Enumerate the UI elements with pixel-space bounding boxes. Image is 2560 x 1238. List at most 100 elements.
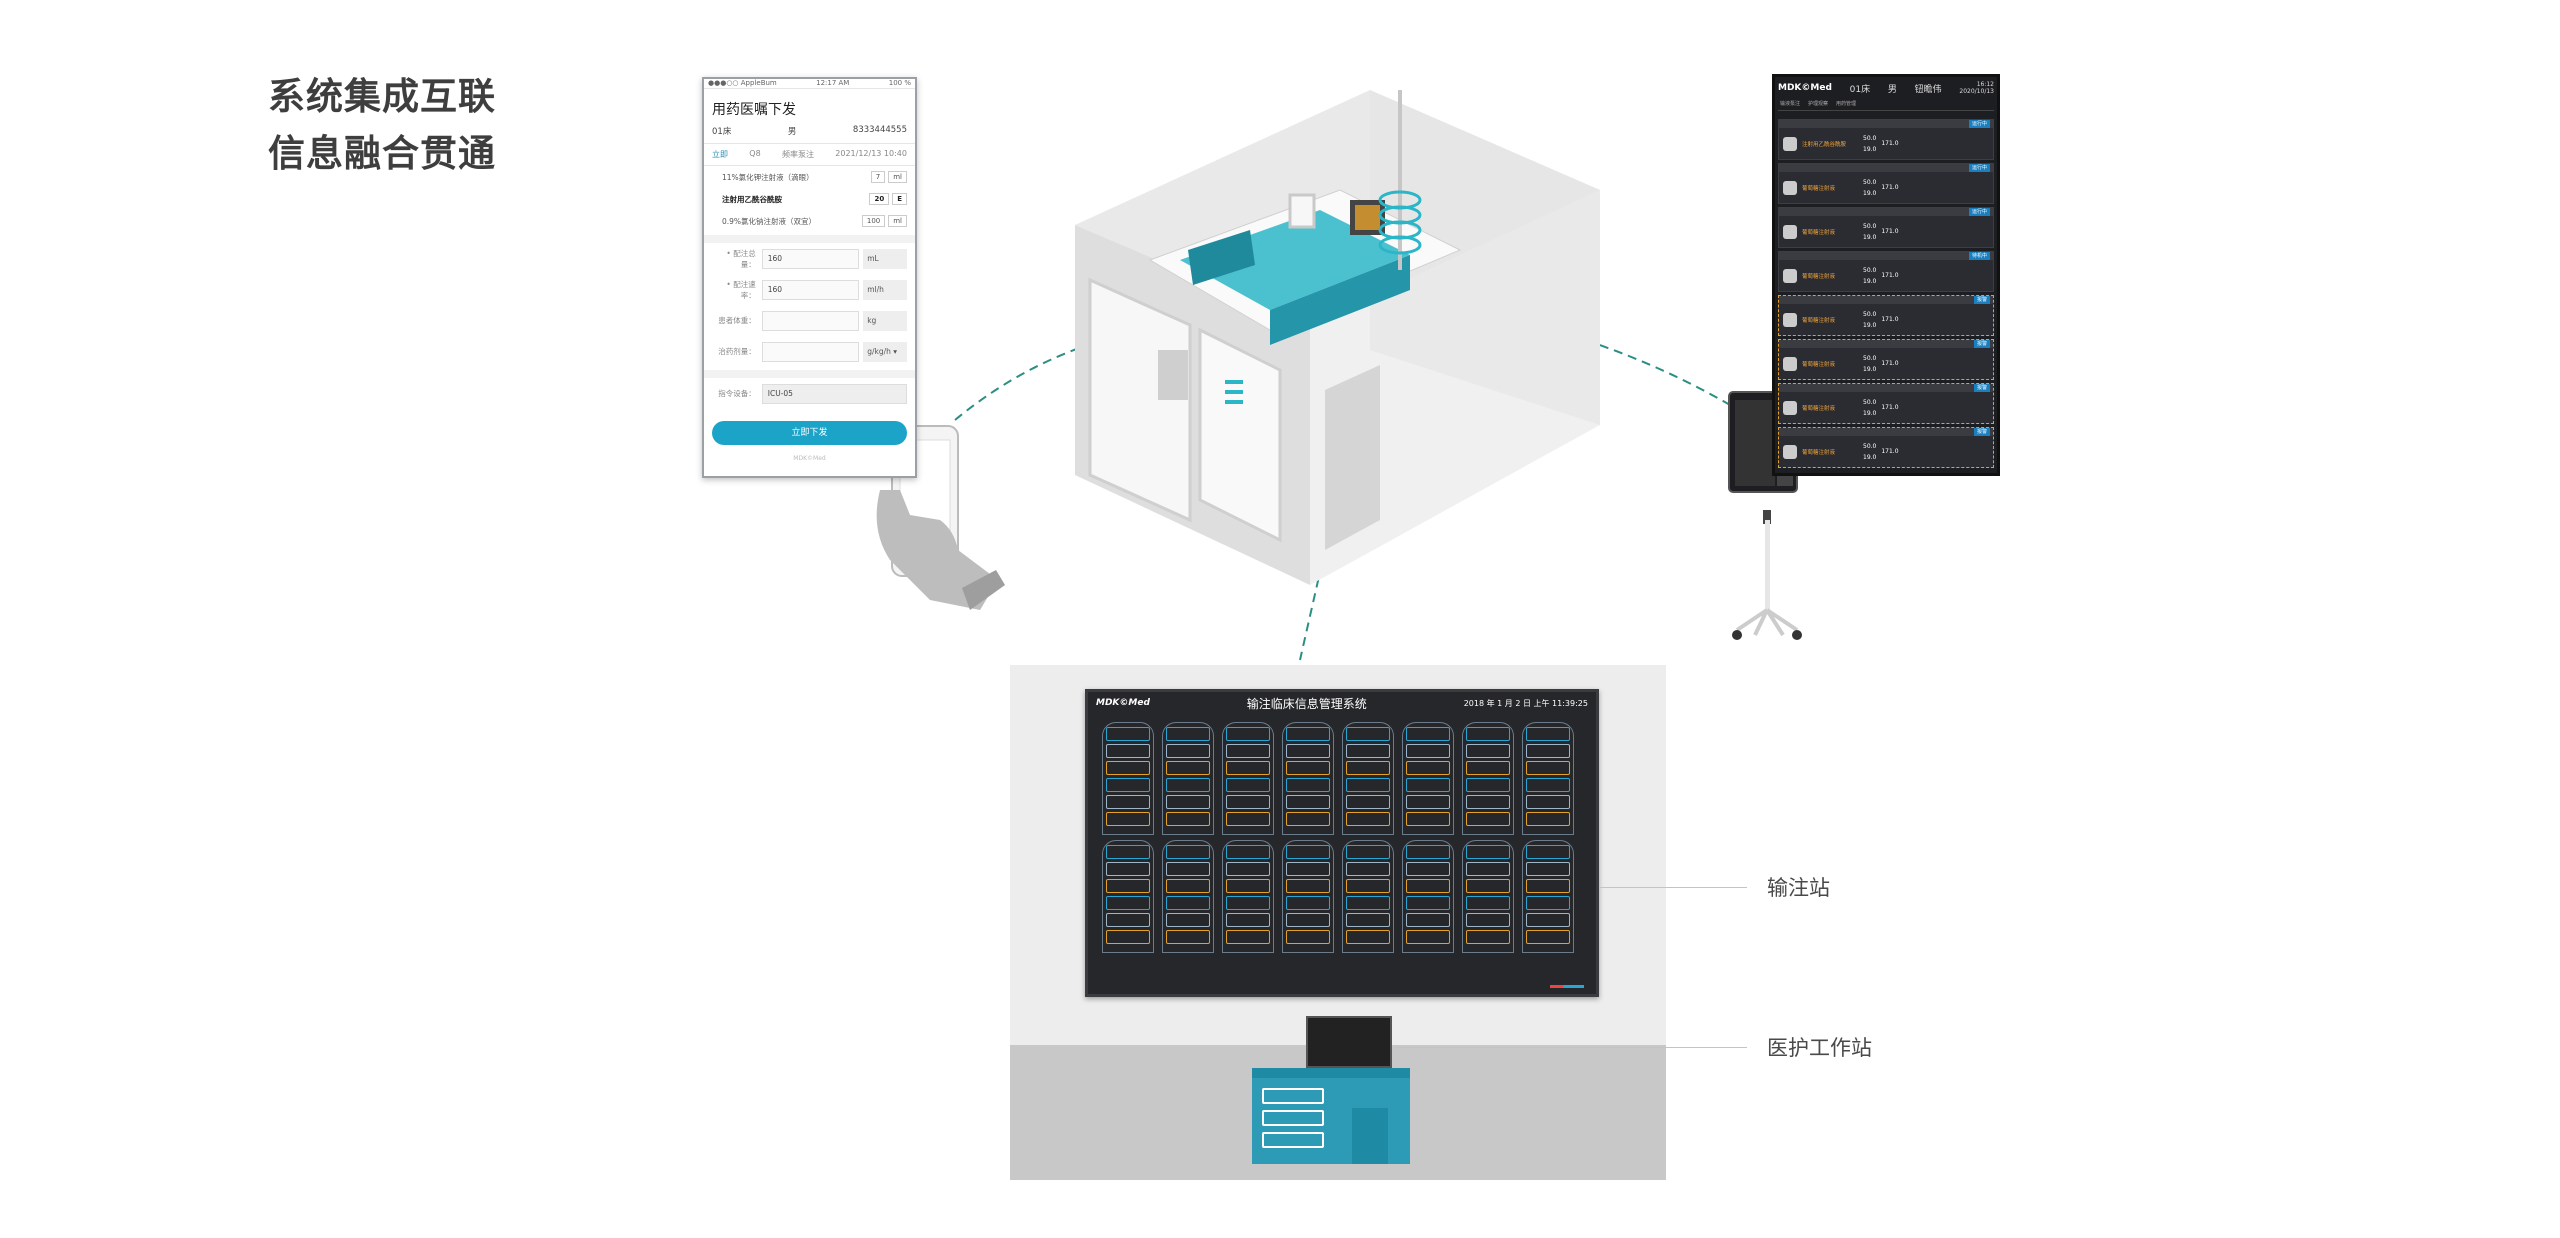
drug-name: 注射用乙酰谷酰胺 — [1802, 141, 1847, 148]
bed-card[interactable] — [1222, 722, 1274, 835]
tab-nursing[interactable]: 护理观察 — [1808, 101, 1829, 107]
bed-card[interactable] — [1162, 722, 1214, 835]
bed-card[interactable] — [1462, 840, 1514, 953]
pump-slot — [1166, 862, 1210, 876]
drug-qty[interactable]: 7 — [870, 171, 886, 183]
unit-select[interactable]: g/kg/h ▾ — [863, 341, 907, 362]
pump-slot — [1406, 896, 1450, 910]
value-volume: 19.0 — [1863, 145, 1877, 153]
field-label: 患者体重： — [718, 316, 756, 325]
drug-name: 葡萄糖注射液 — [1802, 405, 1836, 412]
pump-slot — [1226, 930, 1270, 944]
pump-slot — [1346, 778, 1390, 792]
bed-card[interactable] — [1522, 840, 1574, 953]
pump-slot — [1526, 795, 1570, 809]
footer-logo: MDK©Med — [793, 455, 826, 462]
pump-slot — [1166, 879, 1210, 893]
status-badge: 运行中 — [1968, 208, 1990, 216]
monitor-header: MDK©Med 输注临床信息管理系统 2018 年 1 月 2 日 上午 11:… — [1088, 692, 1596, 714]
pump-slot — [1526, 744, 1570, 758]
bed-card[interactable] — [1162, 840, 1214, 953]
bed-card[interactable] — [1282, 722, 1334, 835]
status-badge: 待机中 — [1968, 252, 1990, 260]
bed-card[interactable] — [1342, 722, 1394, 835]
pump-slot — [1226, 845, 1270, 859]
bed-card[interactable] — [1522, 722, 1574, 835]
field-input[interactable]: 160 — [761, 248, 860, 269]
bed-card[interactable] — [1102, 840, 1154, 953]
pump-slot — [1466, 812, 1510, 826]
field-label: • 配注速率： — [726, 279, 756, 300]
drug-qty[interactable]: 20 — [869, 193, 890, 205]
system-title: 输注临床信息管理系统 — [1246, 696, 1367, 711]
pump-slot — [1106, 727, 1150, 741]
filter-bar — [1778, 111, 1994, 119]
bed-card[interactable] — [1402, 722, 1454, 835]
tab-frequency[interactable]: 频率泵注 — [781, 150, 814, 159]
pump-slot — [1406, 727, 1450, 741]
patient-gender: 男 — [1887, 84, 1897, 95]
tab-datetime[interactable]: 2021/12/13 10:40 — [835, 149, 907, 158]
pump-slot — [1166, 744, 1210, 758]
value-total: 171.0 — [1881, 448, 1899, 455]
pump-slot — [1346, 930, 1390, 944]
pump-slot — [1226, 862, 1270, 876]
patient-info: 01床 男 8333444555 — [704, 123, 915, 144]
device-select[interactable]: ICU-05 — [761, 383, 907, 404]
drug-qty[interactable]: 100 — [861, 215, 886, 227]
bed-card[interactable] — [1102, 722, 1154, 835]
weight-field: 患者体重： kg — [704, 305, 915, 336]
value-rate: 50.0 — [1863, 398, 1877, 406]
field-input[interactable]: 160 — [761, 279, 860, 300]
leader-line — [1394, 1047, 1747, 1048]
divider — [704, 370, 915, 378]
pump-slot — [1166, 896, 1210, 910]
pump-slot — [1286, 812, 1330, 826]
value-total: 171.0 — [1881, 316, 1899, 323]
tab-medication[interactable]: 用药管理 — [1836, 101, 1857, 107]
value-total: 171.0 — [1881, 228, 1899, 235]
field-input[interactable] — [761, 310, 860, 331]
pump-row-header: 运行中 — [1779, 164, 1993, 172]
pump-slot — [1106, 896, 1150, 910]
tab-infusion[interactable]: 输液泵注 — [1780, 101, 1801, 107]
pump-slot — [1406, 913, 1450, 927]
submit-button[interactable]: 立即下发 — [712, 421, 907, 445]
pump-slot — [1406, 795, 1450, 809]
value-total: 171.0 — [1881, 272, 1899, 279]
pump-slot — [1406, 845, 1450, 859]
bed-card[interactable] — [1222, 840, 1274, 953]
pump-slot — [1526, 845, 1570, 859]
bed-card[interactable] — [1342, 840, 1394, 953]
tab-q8[interactable]: Q8 — [749, 149, 761, 158]
pump-slot — [1106, 812, 1150, 826]
bed-card[interactable] — [1462, 722, 1514, 835]
tab-immediate[interactable]: 立即 — [712, 150, 728, 159]
field-input[interactable] — [761, 341, 860, 362]
pump-slot — [1466, 913, 1510, 927]
drug-name: 11%氯化钾注射液（滴眼） — [722, 172, 814, 182]
pump-slot — [1106, 879, 1150, 893]
pump-slot — [1466, 761, 1510, 775]
bed-number: 01床 — [712, 127, 732, 137]
clock-text: 12:17 AM — [816, 79, 850, 87]
pump-slot — [1406, 744, 1450, 758]
bed-card[interactable] — [1282, 840, 1334, 953]
drug-name: 葡萄糖注射液 — [1802, 317, 1836, 324]
bed-card[interactable] — [1402, 840, 1454, 953]
